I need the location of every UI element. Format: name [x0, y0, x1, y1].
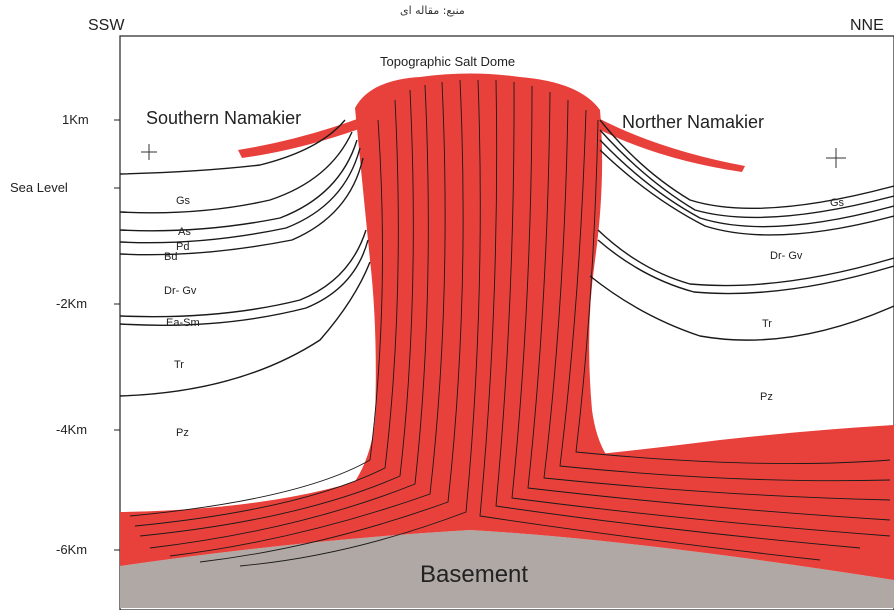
orientation-right: NNE [850, 17, 884, 34]
salt-diapir [340, 74, 760, 501]
header-text: منبع: مقاله ای [400, 4, 465, 17]
southern-strata [120, 120, 370, 396]
unit-pd: Pd [176, 241, 189, 253]
south-title: Southern Namakier [146, 108, 301, 128]
unit-pz-north: Pz [760, 391, 773, 403]
unit-pz-south: Pz [176, 427, 189, 439]
basement-label: Basement [420, 561, 528, 588]
depth-label-sea-level: Sea Level [10, 180, 68, 195]
depth-label-minus6km: -6Km [56, 542, 87, 557]
unit-dr-gv-south: Dr- Gv [164, 285, 197, 297]
northern-strata [590, 120, 894, 340]
depth-label-minus2km: -2Km [56, 296, 87, 311]
unit-tr-south: Tr [174, 359, 184, 371]
unit-as: As [178, 226, 191, 238]
depth-label-minus4km: -4Km [56, 422, 87, 437]
unit-gs-north: Gs [830, 197, 845, 209]
dome-title: Topographic Salt Dome [380, 54, 515, 69]
depth-label-1km: 1Km [62, 112, 89, 127]
unit-gs-south: Gs [176, 195, 191, 207]
north-title: Norther Namakier [622, 112, 764, 132]
depth-ticks [114, 120, 120, 550]
orientation-left: SSW [88, 17, 125, 34]
unit-bd: Bd [164, 251, 177, 263]
unit-ea-sm: Ea-Sm [166, 317, 200, 329]
unit-tr-north: Tr [762, 318, 772, 330]
unit-dr-gv-north: Dr- Gv [770, 250, 803, 262]
